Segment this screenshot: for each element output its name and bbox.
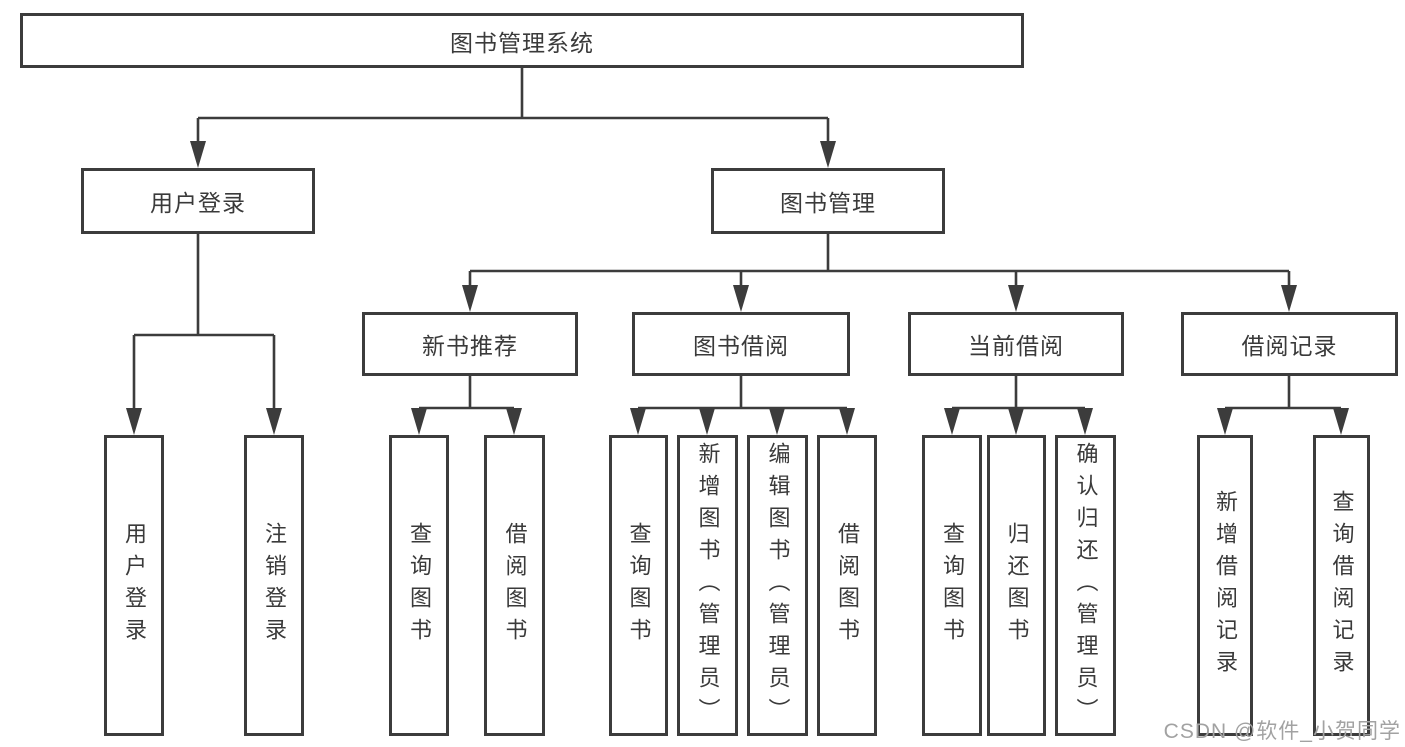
arrowhead: [820, 141, 836, 168]
arrowhead: [769, 408, 785, 435]
node-current-borrowing: 当前借阅: [908, 312, 1124, 376]
leaf-query-books-borrow: 查询图书: [609, 435, 668, 736]
arrowhead: [506, 408, 522, 435]
connector-newbook-to-leaves: [417, 376, 516, 411]
node-current-borrowing-label: 当前借阅: [968, 333, 1064, 359]
arrowhead: [126, 408, 142, 435]
leaf-query-books-borrow-label: 查询图书: [626, 521, 652, 650]
connector-record-to-leaves: [1223, 376, 1343, 411]
node-borrowing-records-label: 借阅记录: [1241, 333, 1338, 359]
leaf-add-books-admin: 新增图书（管理员）: [677, 435, 738, 736]
leaf-borrow-books: 借阅图书: [817, 435, 877, 736]
node-library-system-label: 图书管理系统: [450, 29, 594, 56]
node-user-login: 用户登录: [81, 168, 315, 234]
leaf-borrow-books-recommend-label: 借阅图书: [502, 521, 528, 650]
leaf-return-books: 归还图书: [987, 435, 1046, 736]
arrowhead: [839, 408, 855, 435]
leaf-query-books-recommend-label: 查询图书: [407, 521, 432, 650]
leaf-return-books-label: 归还图书: [1004, 521, 1030, 650]
leaf-confirm-return-admin: 确认归还（管理员）: [1055, 435, 1116, 736]
node-user-login-label: 用户登录: [150, 190, 246, 216]
leaf-edit-books-admin: 编辑图书（管理员）: [747, 435, 808, 736]
node-new-book-recommend: 新书推荐: [362, 312, 578, 376]
leaf-user-login-label: 用户登录: [122, 521, 147, 650]
leaf-query-borrow-record-label: 查询借阅记录: [1329, 489, 1355, 682]
node-library-system: 图书管理系统: [20, 13, 1024, 68]
leaf-query-books-current: 查询图书: [922, 435, 982, 736]
leaf-add-books-admin-label: 新增图书（管理员）: [695, 441, 721, 730]
arrowhead: [699, 408, 715, 435]
arrowhead: [1333, 408, 1349, 435]
connector-userlogin-to-leaves: [132, 234, 276, 411]
arrowhead: [1008, 408, 1024, 435]
node-borrowing-records: 借阅记录: [1181, 312, 1398, 376]
connector-current-to-leaves: [950, 376, 1087, 411]
leaf-query-borrow-record: 查询借阅记录: [1313, 435, 1370, 736]
arrowhead: [190, 141, 206, 168]
connector-borrow-to-leaves: [636, 376, 849, 411]
connector-bookmgmt-to-level3: [468, 234, 1291, 288]
leaf-logout: 注销登录: [244, 435, 304, 736]
node-new-book-recommend-label: 新书推荐: [422, 333, 518, 359]
arrowhead: [1217, 408, 1233, 435]
arrowhead: [1008, 285, 1024, 312]
node-book-borrowing: 图书借阅: [632, 312, 850, 376]
arrowhead: [462, 285, 478, 312]
arrowhead: [944, 408, 960, 435]
leaf-add-borrow-record-label: 新增借阅记录: [1213, 489, 1238, 682]
node-book-management: 图书管理: [711, 168, 945, 234]
leaf-borrow-books-label: 借阅图书: [835, 521, 860, 650]
arrowhead: [411, 408, 427, 435]
leaf-query-books-recommend: 查询图书: [389, 435, 449, 736]
node-book-borrowing-label: 图书借阅: [693, 333, 789, 359]
leaf-borrow-books-recommend: 借阅图书: [484, 435, 545, 736]
csdn-watermark: CSDN @软件_小贺同学: [1163, 720, 1401, 743]
leaf-edit-books-admin-label: 编辑图书（管理员）: [765, 441, 791, 730]
leaf-add-borrow-record: 新增借阅记录: [1197, 435, 1253, 736]
leaf-user-login: 用户登录: [104, 435, 164, 736]
leaf-query-books-current-label: 查询图书: [940, 521, 965, 650]
arrowhead: [1077, 408, 1093, 435]
arrowhead: [1281, 285, 1297, 312]
arrowhead: [733, 285, 749, 312]
leaf-confirm-return-admin-label: 确认归还（管理员）: [1073, 441, 1099, 730]
node-book-management-label: 图书管理: [780, 190, 876, 216]
leaf-logout-label: 注销登录: [262, 521, 287, 650]
arrowhead: [266, 408, 282, 435]
arrowhead: [630, 408, 646, 435]
connector-root-to-level2: [196, 68, 830, 144]
